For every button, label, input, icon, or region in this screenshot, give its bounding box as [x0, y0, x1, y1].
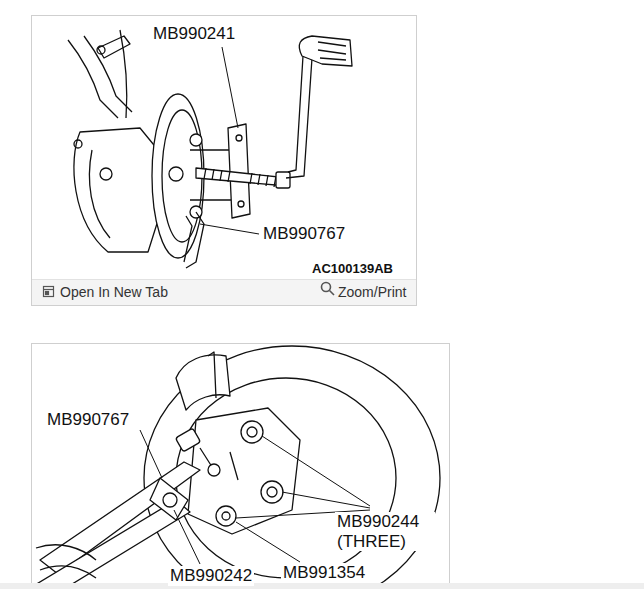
toolbar-link: Zoom/Print	[336, 284, 408, 300]
bottom-strip	[0, 583, 644, 589]
figure-code: AC100139AB	[310, 262, 395, 277]
part-number: MB990767	[261, 224, 347, 244]
leader-line	[200, 47, 259, 234]
part-number: MB990244 (THREE)	[335, 512, 435, 551]
puller-illustration	[68, 30, 352, 268]
hub-illustration	[32, 346, 440, 589]
new-tab-icon	[44, 287, 54, 297]
part-number: MB991354	[281, 563, 367, 583]
figure-toolbar	[32, 279, 416, 305]
zoom-icon	[322, 283, 335, 296]
part-number: MB990241	[151, 24, 237, 44]
figure-frame	[32, 16, 417, 306]
part-number: MB990242	[168, 566, 254, 586]
part-number: MB990767	[45, 410, 131, 430]
toolbar-link: Open In New Tab	[58, 284, 170, 300]
